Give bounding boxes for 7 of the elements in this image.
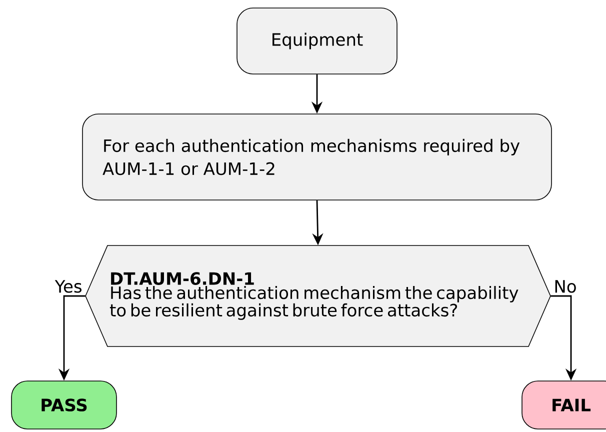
- decision-hexagon: DT.AUM-6.DN-1 Has the authentication mechanism the capability to be resilient against brute force attacks?: [85, 245, 551, 347]
- edge-label: Yes: [54, 279, 84, 294]
- edge-label: No: [552, 279, 578, 294]
- activity-box: For each authentication mechanisms required by AUM-1-1 or AUM-1-2: [82, 114, 552, 200]
- activity-box: Equipment: [236, 8, 398, 74]
- end-box: FAIL: [522, 380, 606, 430]
- end-box: PASS: [11, 380, 117, 430]
